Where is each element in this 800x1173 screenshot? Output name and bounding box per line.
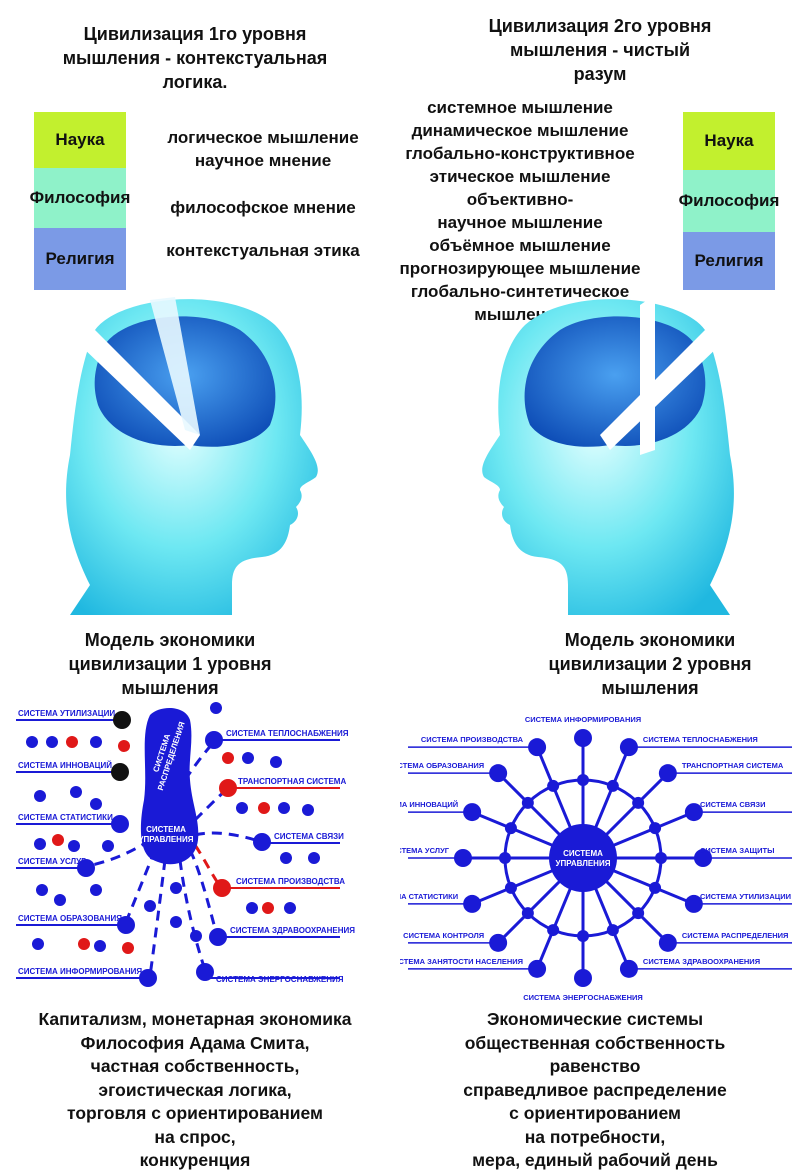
left-system-innovation: СИСТЕМА ИННОВАЦИЙ bbox=[18, 761, 112, 770]
ring-node bbox=[577, 774, 589, 786]
left-box-science: Наука bbox=[34, 112, 126, 168]
spoke-node bbox=[658, 933, 677, 952]
right-box-philosophy: Философия bbox=[679, 170, 779, 232]
right-head bbox=[482, 295, 734, 615]
right-title: Цивилизация 2го уровня мышления - чистый… bbox=[488, 16, 712, 84]
ring-node bbox=[521, 796, 534, 809]
spoke-label: СИСТЕМА ПРОИЗВОДСТВА bbox=[421, 735, 524, 744]
left-box-philosophy: Философия bbox=[30, 168, 130, 228]
hub-circle bbox=[549, 824, 617, 892]
left-system-utilization: СИСТЕМА УТИЛИЗАЦИИ bbox=[18, 709, 115, 718]
ring-node bbox=[577, 930, 589, 942]
ring-node bbox=[547, 924, 560, 937]
spoke-label: СИСТЕМА РАСПРЕДЕЛЕНИЯ bbox=[682, 931, 789, 940]
left-system-transport: ТРАНСПОРТНАЯ СИСТЕМА bbox=[238, 777, 346, 786]
left-system-informing: СИСТЕМА ИНФОРМИРОВАНИЯ bbox=[18, 967, 142, 976]
spoke-label: СИСТЕМА СТАТИСТИКИ bbox=[400, 892, 458, 901]
right-box-science: Наука bbox=[683, 112, 775, 170]
spoke-node bbox=[528, 738, 547, 757]
right-bottom-text: Экономические системы общественная собст… bbox=[463, 1009, 727, 1170]
left-title: Цивилизация 1го уровня мышления - контек… bbox=[62, 24, 328, 92]
ring-node bbox=[655, 852, 667, 864]
left-system-production: СИСТЕМА ПРОИЗВОДСТВА bbox=[236, 877, 345, 886]
spoke-node bbox=[574, 729, 592, 747]
spoke-node bbox=[528, 959, 547, 978]
ring-node bbox=[499, 852, 511, 864]
right-thinking-list: системное мышление динамическое мышление… bbox=[399, 98, 641, 324]
ring-node bbox=[632, 907, 645, 920]
left-head bbox=[66, 297, 318, 615]
spoke-label: СИСТЕМА ТЕПЛОСНАБЖЕНИЯ bbox=[643, 735, 758, 744]
left-item-philosophy: философское мнение bbox=[170, 198, 356, 217]
distribution-blob bbox=[140, 708, 199, 865]
left-bottom-text: Капитализм, монетарная экономика Философ… bbox=[38, 1009, 352, 1170]
ring-node bbox=[547, 779, 560, 792]
spoke-label: СИСТЕМА ИННОВАЦИЙ bbox=[400, 800, 458, 809]
spoke-label: СИСТЕМА УСЛУГ bbox=[400, 846, 450, 855]
spoke-label: СИСТЕМА ЭНЕРГОСНАБЖЕНИЯ bbox=[523, 993, 643, 1002]
left-system-energy: СИСТЕМА ЭНЕРГОСНАБЖЕНИЯ bbox=[216, 975, 344, 984]
ring-node bbox=[504, 881, 517, 894]
left-system-communication: СИСТЕМА СВЯЗИ bbox=[274, 832, 344, 841]
left-item-science: логическое мышление научное мнение bbox=[167, 128, 359, 170]
right-model-title: Модель экономики цивилизации 2 уровня мы… bbox=[548, 630, 752, 698]
spoke-label: СИСТЕМА КОНТРОЛЯ bbox=[403, 931, 484, 940]
right-box-religion: Религия bbox=[683, 232, 775, 290]
spoke-node bbox=[463, 894, 482, 913]
left-system-heating: СИСТЕМА ТЕПЛОСНАБЖЕНИЯ bbox=[226, 729, 349, 738]
ring-node bbox=[649, 822, 662, 835]
left-system-healthcare: СИСТЕМА ЗДРАВООХРАНЕНИЯ bbox=[230, 926, 355, 935]
spoke-label: ТРАНСПОРТНАЯ СИСТЕМА bbox=[682, 761, 784, 770]
spoke-label: СИСТЕМА ЗАЩИТЫ bbox=[700, 846, 774, 855]
spoke-node bbox=[619, 959, 638, 978]
ring-node bbox=[632, 796, 645, 809]
ring-node bbox=[504, 822, 517, 835]
spoke-label: СИСТЕМА ОБРАЗОВАНИЯ bbox=[400, 761, 484, 770]
left-model-title: Модель экономики цивилизации 1 уровня мы… bbox=[68, 630, 272, 698]
ring-node bbox=[521, 907, 534, 920]
spoke-node bbox=[463, 803, 482, 822]
left-system-education: СИСТЕМА ОБРАЗОВАНИЯ bbox=[18, 914, 122, 923]
spoke-label: СИСТЕМА ЗАНЯТОСТИ НАСЕЛЕНИЯ bbox=[400, 957, 523, 966]
heads-illustration bbox=[66, 295, 734, 615]
spoke-node bbox=[619, 738, 638, 757]
spoke-label: СИСТЕМА ИНФОРМИРОВАНИЯ bbox=[525, 715, 641, 724]
spoke-node bbox=[658, 764, 677, 783]
ring-node bbox=[606, 924, 619, 937]
spoke-node bbox=[574, 969, 592, 987]
right-economy-diagram: СИСТЕМА ИНФОРМИРОВАНИЯ СИСТЕМА ТЕПЛОСНАБЖ… bbox=[400, 715, 792, 1002]
ring-node bbox=[606, 779, 619, 792]
spoke-label: СИСТЕМА ЗДРАВООХРАНЕНИЯ bbox=[643, 957, 760, 966]
spoke-layer: СИСТЕМА ИНФОРМИРОВАНИЯ СИСТЕМА ТЕПЛОСНАБЖ… bbox=[400, 715, 792, 1002]
ring-node bbox=[649, 881, 662, 894]
left-system-services: СИСТЕМА УСЛУГ bbox=[18, 857, 86, 866]
spoke-label: СИСТЕМА УТИЛИЗАЦИИ bbox=[700, 892, 791, 901]
spoke-label: СИСТЕМА СВЯЗИ bbox=[700, 800, 766, 809]
left-system-statistics: СИСТЕМА СТАТИСТИКИ bbox=[18, 813, 113, 822]
left-box-religion: Религия bbox=[34, 228, 126, 290]
left-item-religion: контекстуальная этика bbox=[166, 241, 360, 260]
